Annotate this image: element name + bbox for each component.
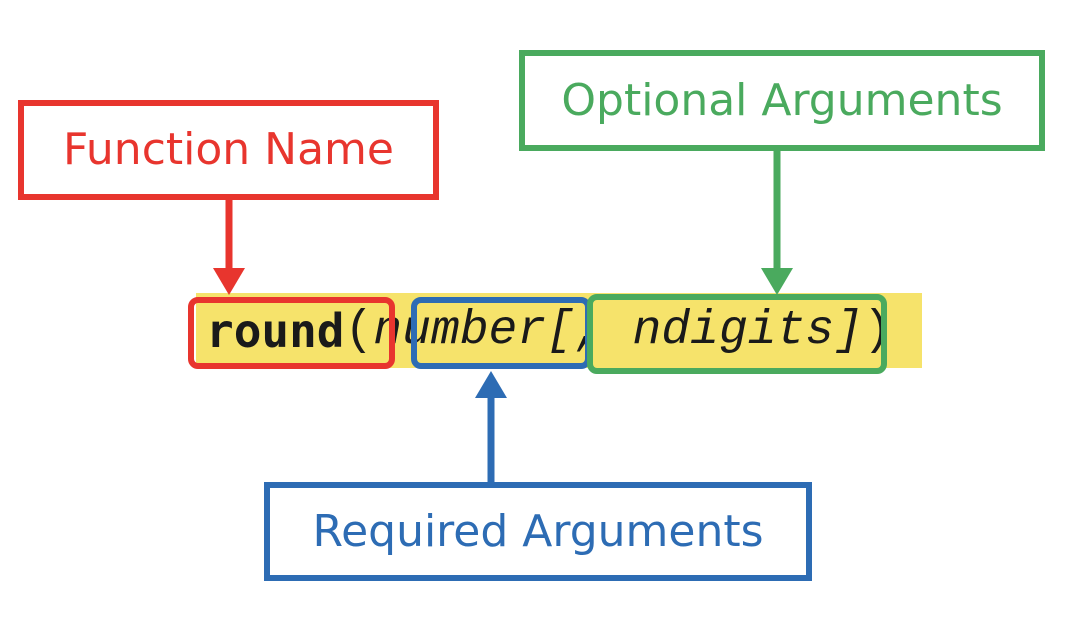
code-highlight-band (196, 293, 922, 368)
required-arguments-label-box: Required Arguments (264, 482, 812, 581)
required-arguments-label: Required Arguments (312, 505, 764, 557)
optional-arguments-region-box (587, 294, 887, 374)
function-name-label-box: Function Name (18, 100, 439, 200)
function-signature: round ( number [, ndigits] ) (206, 293, 892, 368)
optional-arguments-label: Optional Arguments (561, 74, 1003, 126)
code-optional-arguments: [, ndigits] (546, 303, 863, 358)
function-name-label: Function Name (63, 124, 394, 175)
function-name-arrow (213, 200, 245, 295)
code-required-argument: number (373, 303, 547, 358)
optional-arguments-arrow (761, 151, 793, 295)
required-arguments-region-box (411, 297, 591, 369)
optional-arguments-label-box: Optional Arguments (519, 50, 1045, 151)
code-function-name: round (206, 303, 345, 358)
function-name-region-box (188, 297, 395, 369)
code-open-paren: ( (344, 303, 374, 358)
required-arguments-arrow (475, 371, 507, 482)
